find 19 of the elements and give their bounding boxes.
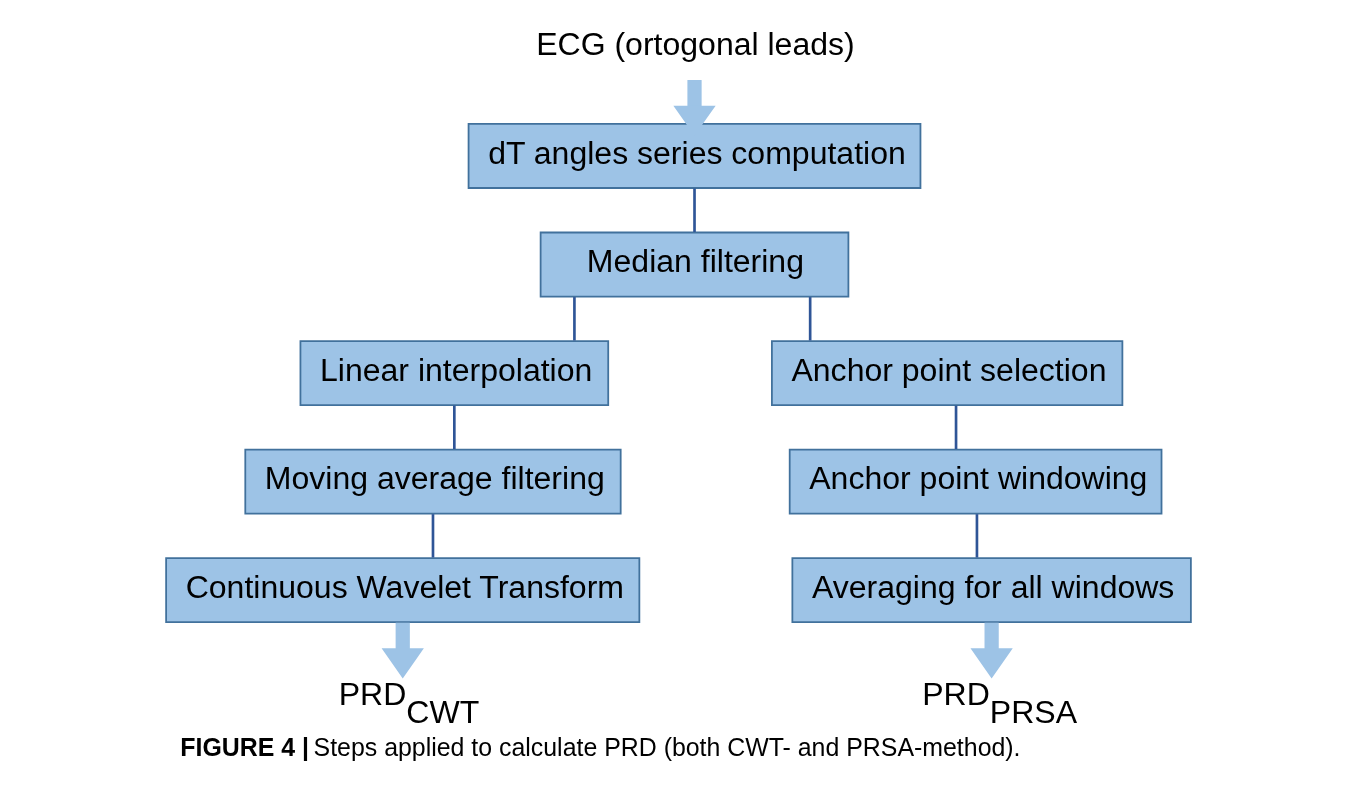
node-text: ECG (ortogonal leads) xyxy=(536,26,855,63)
node-box: Averaging for all windows xyxy=(791,557,1192,623)
connector xyxy=(808,297,812,341)
connector xyxy=(573,297,576,341)
node-box: Continuous Wavelet Transform xyxy=(165,557,641,623)
connector xyxy=(954,405,958,450)
arrow xyxy=(381,622,424,679)
caption: FIGURE 4 | Steps applied to calculate PRD (both CWT- and PRSA-method). xyxy=(180,732,1021,761)
connector xyxy=(453,405,456,450)
node-box: Anchor point windowing xyxy=(788,448,1163,515)
node-box: Moving average filtering xyxy=(244,448,622,515)
connector xyxy=(693,188,696,232)
node-box: dT angles series computation xyxy=(467,123,922,189)
connector xyxy=(431,514,435,558)
node-box: Median filtering xyxy=(539,231,850,298)
connector xyxy=(975,514,979,558)
arrow xyxy=(970,622,1013,679)
node-box: Linear interpolation xyxy=(299,340,610,406)
node-box: Anchor point selection xyxy=(771,340,1124,406)
